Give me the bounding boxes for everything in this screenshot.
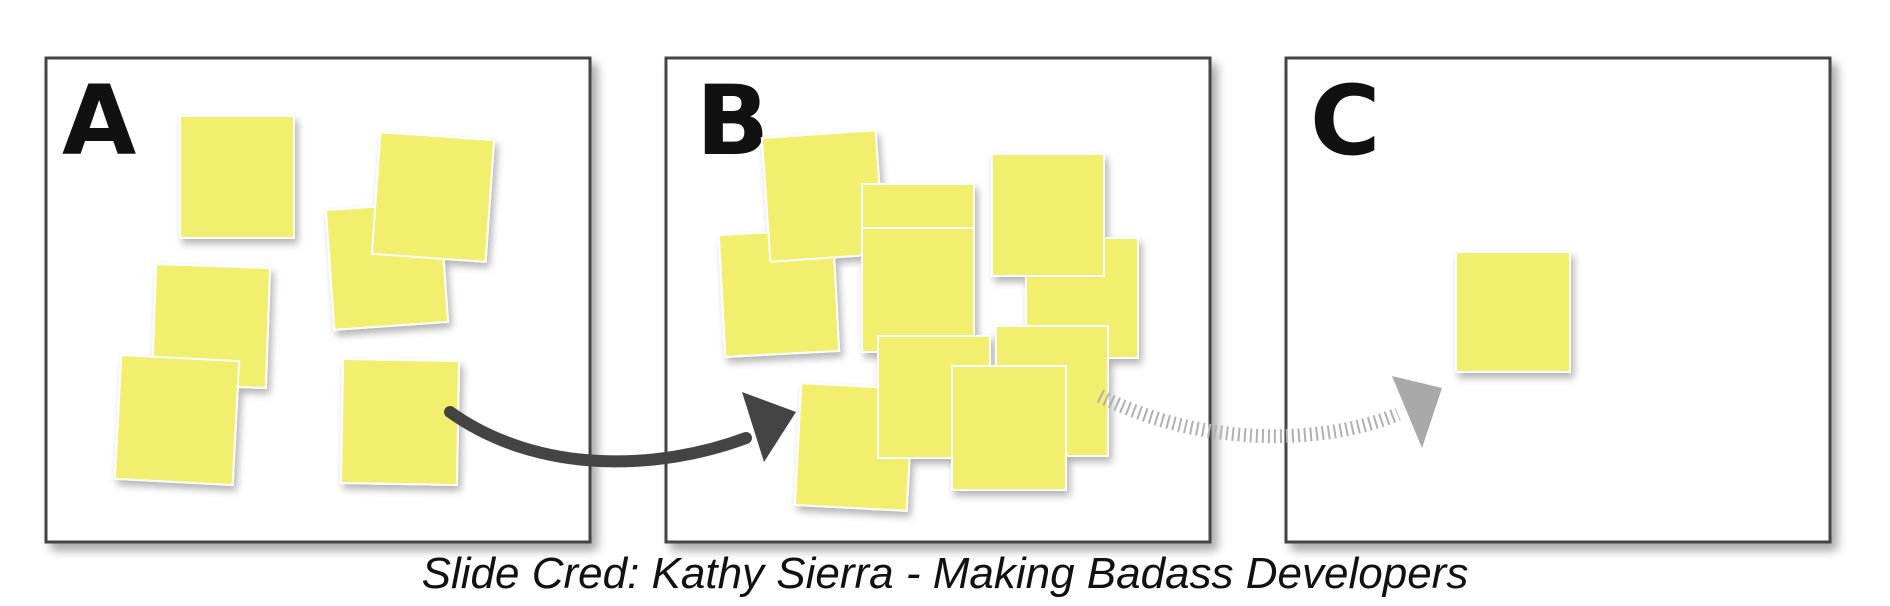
- panel-a: A: [44, 56, 592, 544]
- panel-b-letter: B: [696, 65, 769, 177]
- panel-c-letter: C: [1310, 65, 1380, 177]
- sticky-note: [339, 357, 461, 487]
- sticky-note: [951, 365, 1067, 491]
- slide-credit-caption: Slide Cred: Kathy Sierra - Making Badass…: [421, 549, 1469, 598]
- panel-c-notes: [1455, 251, 1571, 373]
- sticky-note: [113, 353, 241, 487]
- solid-arrow-shaft: [444, 406, 752, 468]
- dotted-arrow-head: [1392, 376, 1442, 448]
- sticky-note: [861, 227, 975, 353]
- dotted-arrow-shaft: [1096, 389, 1401, 444]
- solid-arrow-head: [742, 392, 796, 462]
- sticky-note: [179, 115, 295, 239]
- panel-c: C: [1284, 56, 1832, 544]
- dotted-arrow: [1096, 376, 1442, 448]
- panel-b: B: [664, 56, 1212, 544]
- sticky-note: [1455, 251, 1571, 373]
- solid-arrow: [444, 392, 796, 468]
- sticky-note: [370, 131, 496, 263]
- panel-b-notes: [717, 129, 1139, 512]
- sticky-note: [991, 153, 1105, 277]
- panel-a-letter: A: [62, 65, 136, 177]
